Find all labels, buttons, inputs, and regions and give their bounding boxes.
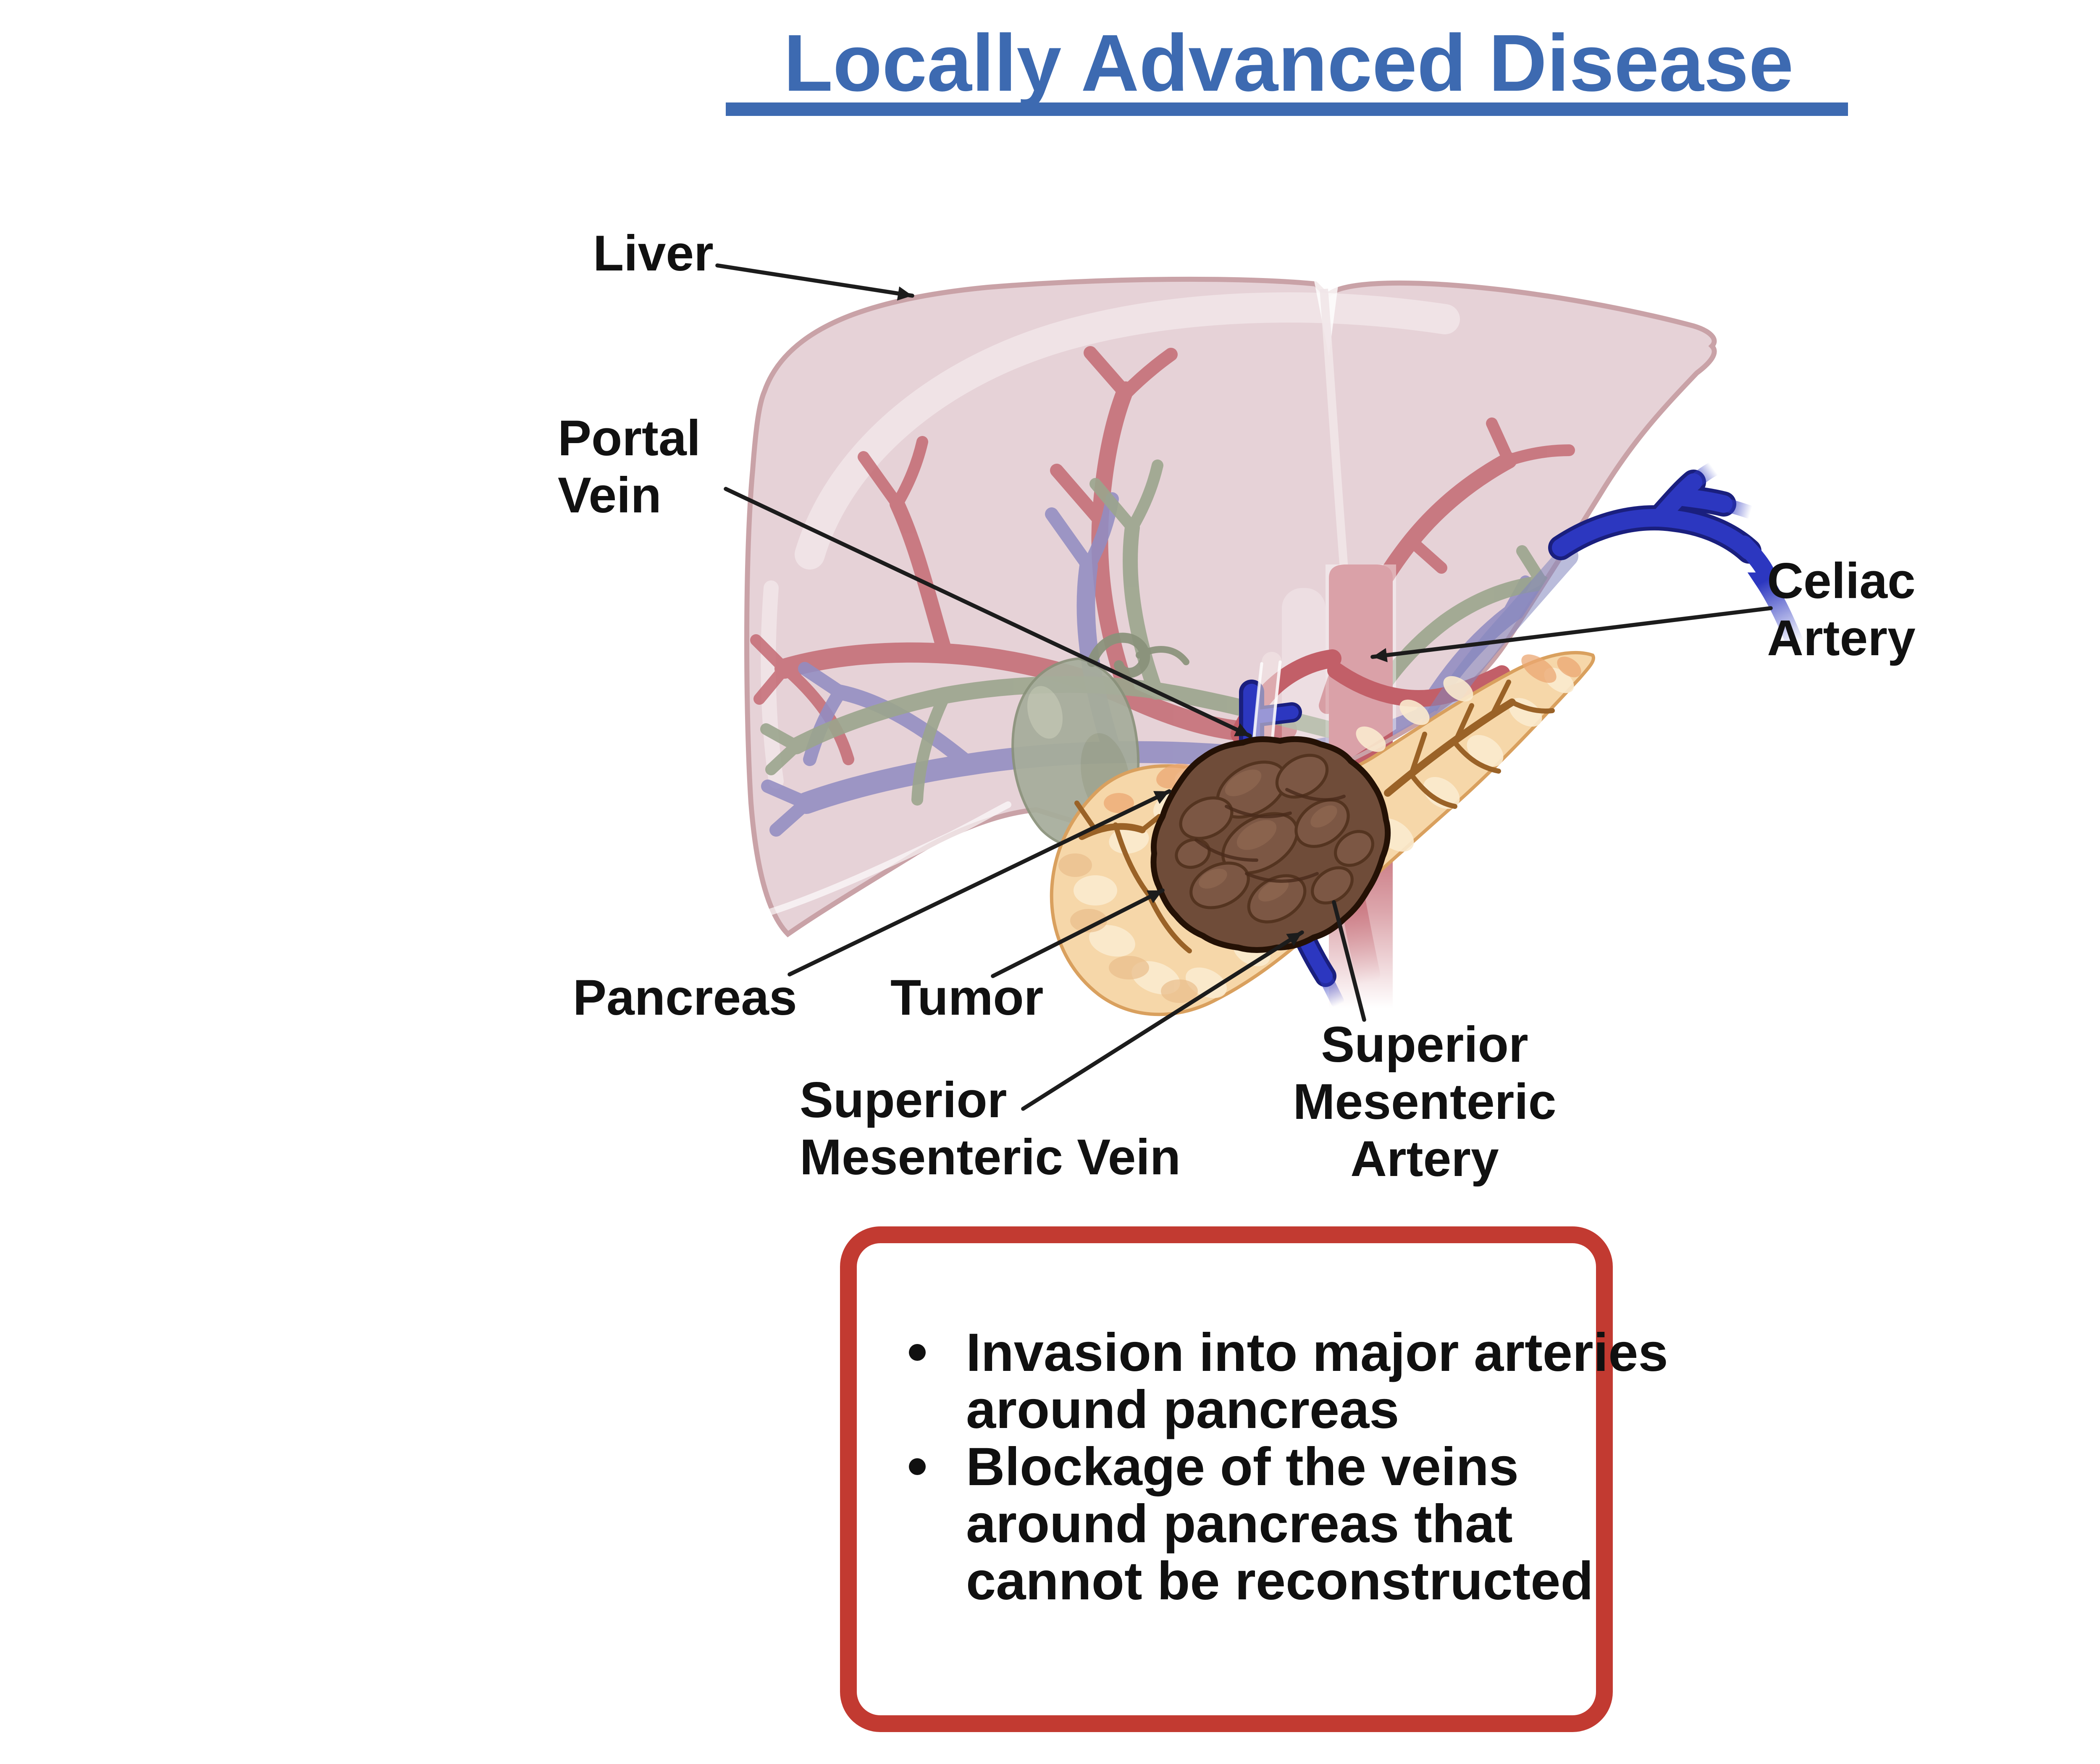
tumor-shape — [1150, 736, 1391, 953]
list-item: Blockage of the veins around pancreas th… — [857, 1438, 1596, 1609]
celiac-artery-pointer-line — [1370, 606, 1773, 662]
label-superior-mesenteric-vein: Superior Mesenteric Vein — [800, 1074, 1181, 1186]
label-portal-vein: Portal Vein — [558, 412, 701, 524]
label-superior-mesenteric-artery: Superior Mesenteric Artery — [1293, 1018, 1557, 1188]
tumor-pointer-line — [991, 888, 1165, 978]
pancreas-pointer-line — [788, 789, 1171, 976]
title-underline — [726, 102, 1848, 116]
ivc-hint — [1282, 588, 1326, 781]
liver-highlight — [795, 292, 1460, 570]
portal-vein-pointer-line — [724, 487, 1252, 738]
list-item: Invasion into major arteries around panc… — [857, 1324, 1668, 1438]
label-tumor: Tumor — [890, 971, 1044, 1026]
label-celiac-artery: Celiac Artery — [1767, 554, 1916, 667]
smv-pointer-line — [1021, 930, 1304, 1111]
key-points-list: Invasion into major arteries around panc… — [857, 1324, 1668, 1609]
tumor-lumps — [1175, 753, 1375, 924]
key-points-box: Invasion into major arteries around panc… — [840, 1226, 1668, 1732]
sma-pointer-line — [1332, 900, 1366, 1022]
page-title: Locally Advanced Disease — [783, 20, 1794, 109]
label-liver: Liver — [593, 227, 714, 282]
label-pancreas: Pancreas — [573, 971, 797, 1026]
cystic-duct — [1087, 633, 1150, 678]
liver-pointer-line — [715, 263, 914, 301]
